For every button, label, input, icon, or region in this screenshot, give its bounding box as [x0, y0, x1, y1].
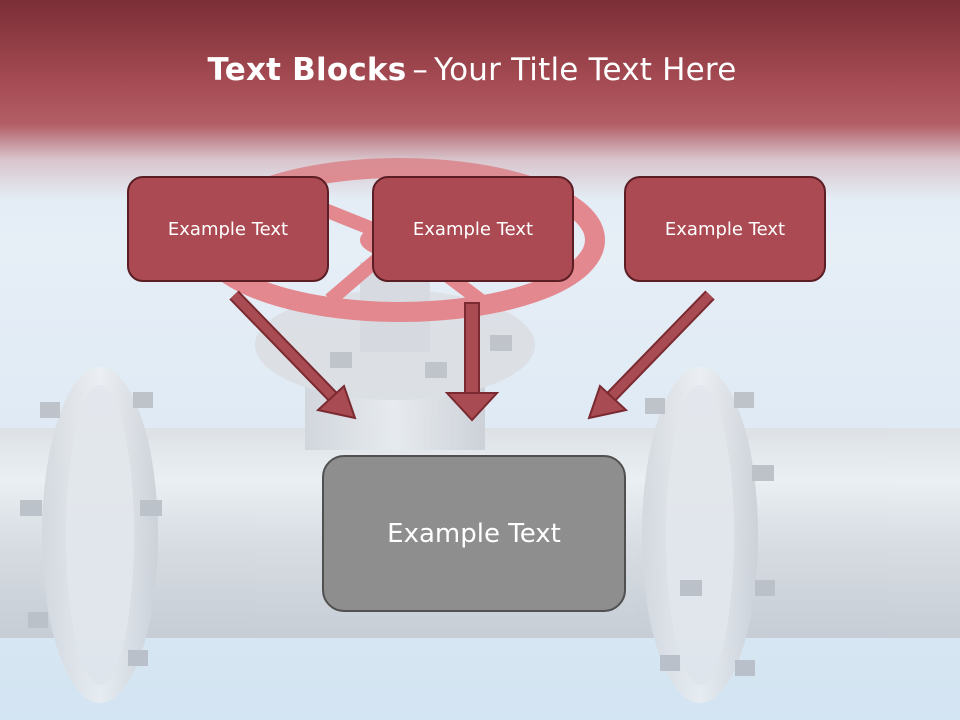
text-block-2[interactable]: Example Text — [372, 176, 574, 282]
title-bold-part: Text Blocks — [207, 52, 407, 88]
slide-title: Text Blocks–Your Title Text Here — [0, 52, 944, 88]
text-block-1-label: Example Text — [167, 218, 289, 240]
title-separator: – — [412, 52, 429, 88]
title-rest-part: Your Title Text Here — [434, 52, 737, 88]
text-block-2-label: Example Text — [412, 218, 534, 240]
text-block-1[interactable]: Example Text — [127, 176, 329, 282]
main-text-block[interactable]: Example Text — [322, 455, 626, 612]
header-band — [0, 0, 960, 200]
main-text-block-label: Example Text — [387, 518, 561, 549]
text-block-3[interactable]: Example Text — [624, 176, 826, 282]
text-block-3-label: Example Text — [664, 218, 786, 240]
